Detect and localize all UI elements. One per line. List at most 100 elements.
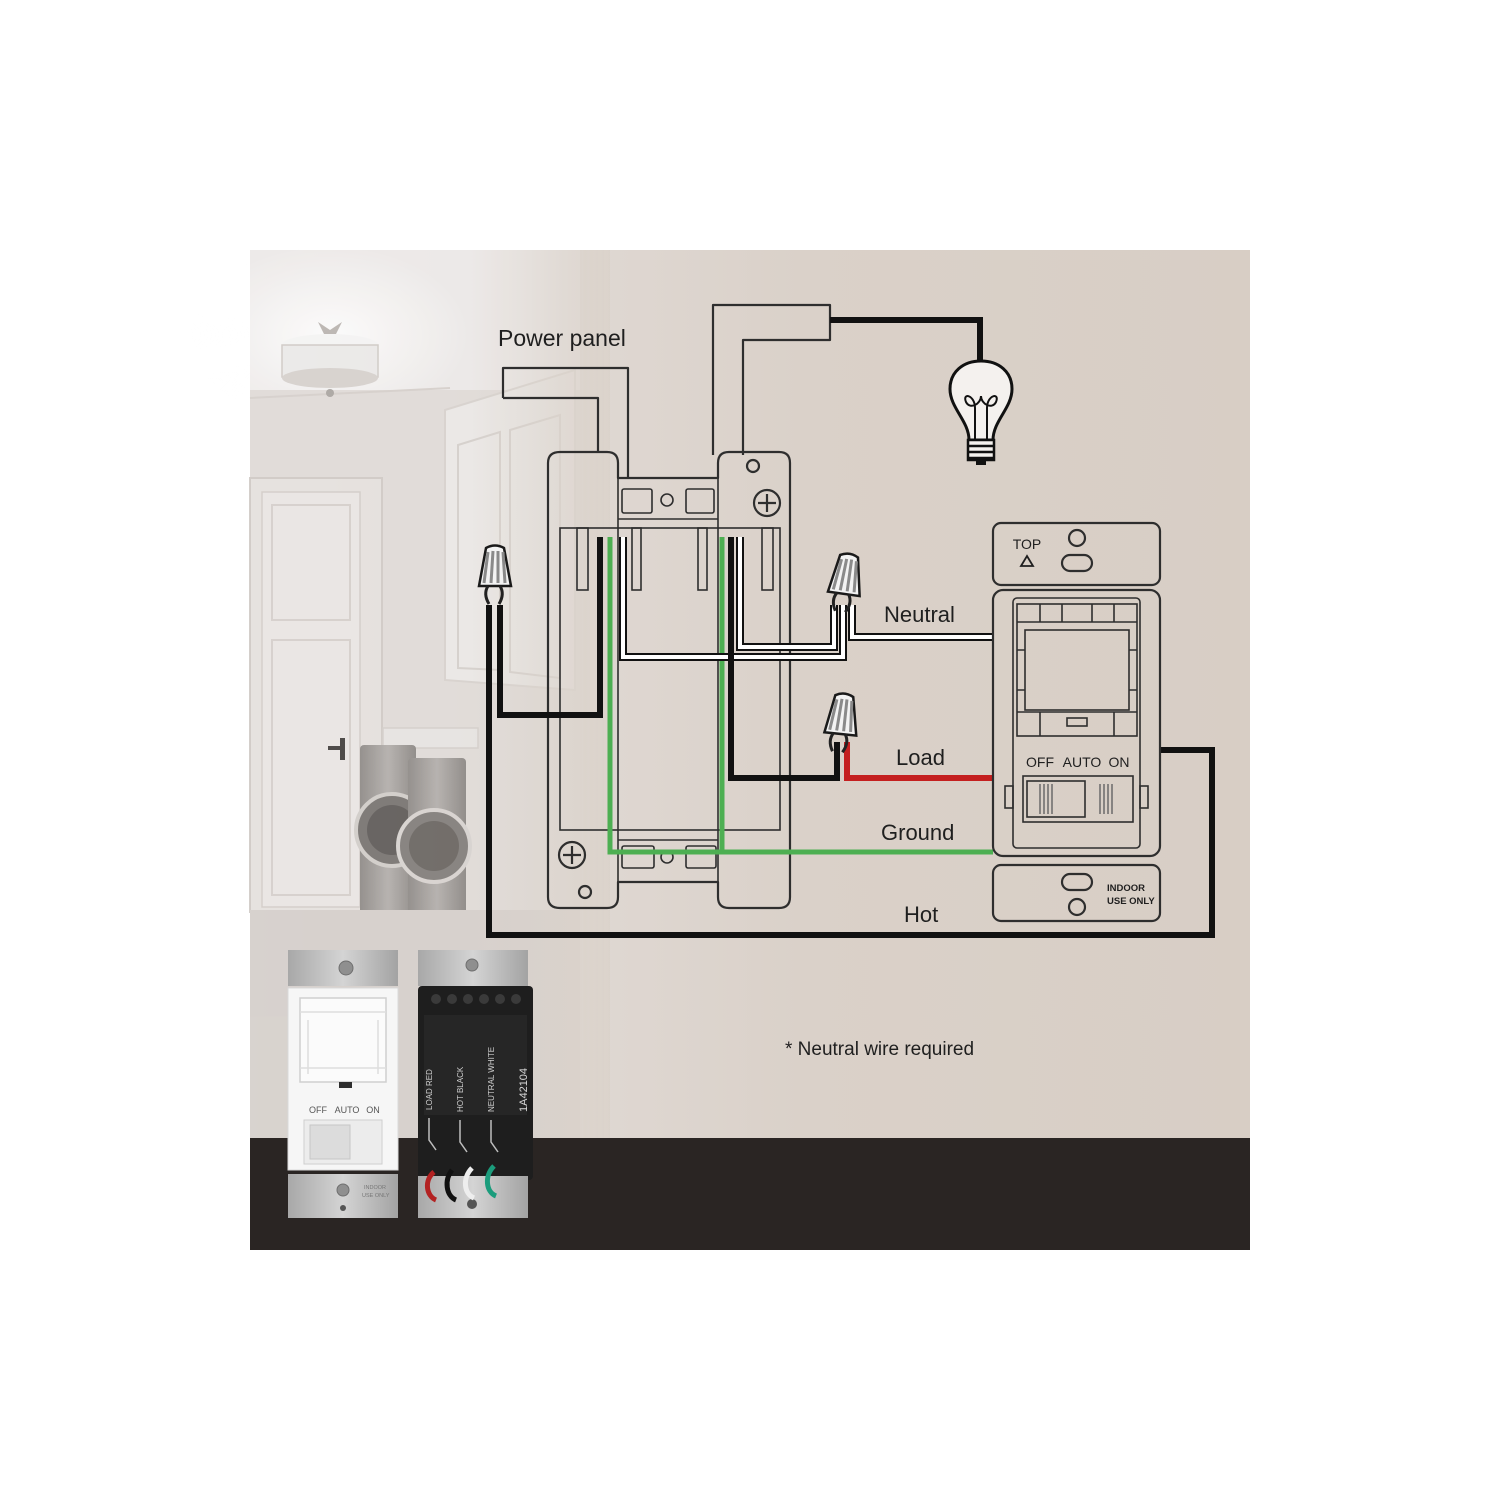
screw-icon: [557, 840, 587, 870]
wire-nut-twist: [831, 591, 852, 614]
box-tab-inner-left: [631, 527, 642, 591]
wallplate-bottom: [991, 863, 1162, 923]
switch-side-tab-right: [1139, 785, 1149, 809]
switch-drawing: TOP OFF AUTO ON INDOOR USE ONLY: [991, 521, 1162, 923]
hot-wire: [486, 605, 1215, 938]
bottom-yoke-slot-right: [685, 845, 717, 869]
lead-wire-black: [444, 1168, 458, 1203]
ground-label: Ground: [881, 820, 954, 845]
top-yoke-slot-right: [685, 488, 715, 514]
wire-nut-twist: [484, 585, 504, 605]
top-yoke-hole: [660, 493, 674, 507]
lead-wire-red: [425, 1170, 438, 1203]
mode-label-on: ON: [1109, 754, 1130, 770]
mode-label-off: OFF: [1026, 754, 1054, 770]
ceiling-edge: [249, 387, 451, 399]
screw-cross-top: [758, 494, 776, 512]
switch-side-tab-left: [1004, 785, 1014, 809]
hot-feed-wire: [497, 537, 603, 718]
door-upper-panel: [271, 504, 351, 621]
indoor-label: INDOOR: [1107, 883, 1145, 894]
back-terminal-holes: [431, 994, 521, 1004]
screw-icon: [338, 960, 354, 976]
sensor-lens-top-bar: [1017, 604, 1137, 623]
terminal-label-load: LOAD RED: [425, 1069, 434, 1110]
front-mode-auto: AUTO: [335, 1105, 360, 1115]
wire-nut-ridges: [828, 698, 854, 733]
door-handle: [340, 738, 345, 760]
wallplate-top: [991, 521, 1162, 587]
dryer: [396, 758, 472, 933]
bottom-yoke-slot-left: [621, 845, 655, 869]
screw-icon: [336, 1183, 350, 1197]
wallplate-screw-hole-top: [1067, 528, 1087, 548]
lead-wire-green: [485, 1164, 498, 1199]
screw-cross-bottom: [563, 846, 581, 864]
box-interior: [559, 527, 781, 831]
mode-slider-track: [1022, 775, 1134, 823]
load-feed-wire: [728, 537, 840, 781]
front-slider-knob: [309, 1124, 351, 1160]
terminal-label-neutral: NEUTRAL WHITE: [487, 1047, 496, 1112]
wallplate-slot-top: [1060, 553, 1094, 573]
ceiling-light: [281, 322, 379, 397]
ceiling-light-finial: [318, 322, 342, 334]
neutral-wire-b: [738, 537, 836, 649]
sensor-lens-ribs: [1017, 649, 1137, 736]
wire-nut-icon: [826, 552, 861, 614]
load-wire: [844, 742, 993, 781]
mode-slider-grip: [1039, 784, 1113, 814]
product-photo-back: LOAD RED HOT BLACK NEUTRAL WHITE 1A42104: [418, 950, 533, 1218]
product-photo-front: OFF AUTO ON INDOOR USE ONLY: [287, 950, 399, 1218]
wire-nut-ridges: [831, 558, 858, 593]
ceiling-light-bottom: [282, 368, 378, 388]
front-bracket-hole: [340, 1205, 346, 1211]
box-tab-right: [761, 527, 774, 591]
bulb-tip: [976, 460, 986, 465]
load-label: Load: [896, 745, 945, 770]
power-panel-label: Power panel: [498, 325, 626, 351]
terminal-hole: [463, 994, 473, 1004]
switch-top-label: TOP: [1013, 536, 1042, 552]
model-number: 1A42104: [518, 1068, 530, 1112]
terminal-hole: [495, 994, 505, 1004]
box-tab-left: [576, 527, 589, 591]
top-yoke-slot-left: [621, 488, 653, 514]
mount-hole-bottom: [577, 884, 593, 900]
screw-icon: [465, 958, 479, 972]
mode-label-auto: AUTO: [1063, 754, 1102, 770]
front-sensor-lens: [299, 997, 387, 1083]
bulb-threads: [968, 444, 994, 460]
box-tab-inner-right: [697, 527, 708, 591]
screw-head-bottom: [557, 840, 587, 870]
terminal-hole: [431, 994, 441, 1004]
wallplate-screw-hole-bottom: [1067, 897, 1087, 917]
dryer-door-glass: [409, 821, 459, 871]
front-sensor-led: [339, 1082, 352, 1088]
door-face: [261, 491, 361, 908]
light-bulb-icon: [948, 359, 1014, 465]
sensor-led: [1066, 717, 1088, 727]
lead-wire-white: [463, 1166, 476, 1201]
front-lens-ribs: [300, 1011, 386, 1074]
front-mode-on: ON: [366, 1105, 380, 1115]
door-handle-lever: [328, 746, 342, 750]
switch-body: [991, 588, 1162, 858]
back-recess: [424, 1015, 527, 1115]
neutral-to-switch: [850, 605, 993, 639]
floor-strip: [250, 1138, 1250, 1250]
hot-label: Hot: [904, 902, 938, 927]
screw-head-top: [752, 488, 782, 518]
electrical-box: [546, 450, 792, 910]
wire-nut-twist: [828, 732, 849, 754]
bulb-filament: [964, 395, 998, 440]
sensor-lens-window: [1024, 629, 1130, 711]
front-use-only-text: USE ONLY: [362, 1193, 390, 1199]
wire-nut-icon: [477, 544, 513, 605]
wire-nut-icon: [822, 692, 858, 754]
terminal-hole: [511, 994, 521, 1004]
terminal-hole: [447, 994, 457, 1004]
screw-icon: [752, 488, 782, 518]
wire-nut-ridges: [482, 550, 507, 584]
